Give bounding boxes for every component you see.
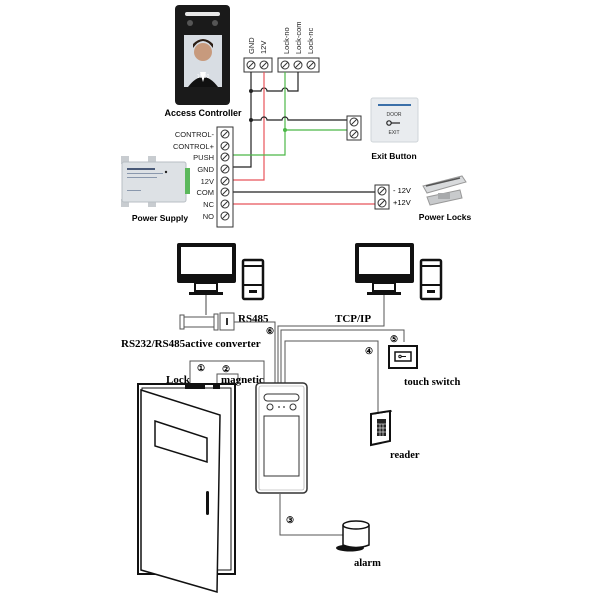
alarm-device	[336, 520, 370, 552]
key-icon	[386, 120, 400, 126]
marker-5: ⑤	[390, 334, 398, 344]
system-wires	[189, 295, 405, 536]
marker-3: ③	[286, 515, 294, 525]
marker-6: ⑥	[266, 326, 274, 336]
computer-left	[177, 243, 265, 301]
face-icon	[194, 43, 212, 61]
ps-terminal-no: NO	[203, 212, 214, 221]
ps-terminal-gnd: GND	[197, 165, 214, 174]
exit-button-device: DOOR EXIT	[370, 97, 419, 143]
reader-label: reader	[390, 450, 420, 461]
terminal-label-lock-no: Lock-no	[282, 27, 291, 54]
lock-block	[185, 384, 205, 389]
tower-icon	[241, 258, 265, 301]
power-supply-terminal-block	[216, 126, 234, 228]
ps-terminal-control-plus: CONTROL+	[173, 142, 215, 151]
access-controller-label: Access Controller	[164, 108, 242, 118]
magnetic-sensor-block	[213, 384, 220, 389]
power-supply-device	[121, 156, 190, 207]
reader-device	[370, 409, 393, 447]
door-handle-icon	[206, 491, 209, 515]
terminal-label-lock-com: Lock-com	[294, 21, 303, 54]
power-lock-minus-label: - 12V	[393, 186, 411, 195]
face-terminal-device	[255, 382, 308, 494]
ps-terminal-push: PUSH	[193, 153, 214, 162]
converter-label: RS232/RS485active converter	[121, 338, 261, 350]
exit-button-label: Exit Button	[371, 151, 416, 161]
power-supply-label: Power Supply	[132, 213, 188, 223]
touch-switch-label: touch switch	[404, 377, 460, 388]
controller-lock-terminal	[277, 57, 320, 73]
tcpip-label: TCP/IP	[335, 313, 371, 325]
controller-power-terminal	[243, 57, 273, 73]
ps-terminal-com: COM	[197, 188, 215, 197]
ps-terminal-nc: NC	[203, 200, 214, 209]
terminal-label-gnd: GND	[247, 37, 256, 54]
power-lock-plus-label: +12V	[393, 198, 411, 207]
monitor-icon	[355, 243, 414, 295]
svg-text:16:30: 16:30	[197, 74, 210, 80]
power-lock-terminal	[374, 184, 390, 210]
door	[137, 383, 236, 593]
exit-button-door-text: DOOR	[387, 112, 402, 118]
exit-button-terminal	[346, 115, 362, 141]
touch-switch-device	[388, 345, 418, 369]
marker-2: ②	[222, 364, 230, 374]
monitor-icon	[177, 243, 236, 295]
exit-button-exit-text: EXIT	[388, 130, 399, 136]
rs485-label: RS485	[238, 313, 269, 325]
power-locks-device	[422, 175, 467, 206]
alarm-label: alarm	[354, 558, 381, 569]
marker-4: ④	[365, 346, 373, 356]
computer-right	[355, 243, 443, 301]
ps-terminal-control-minus: CONTROL-	[175, 130, 215, 139]
access-controller-device: 16:30	[175, 5, 230, 105]
key-icon	[398, 354, 406, 359]
marker-1: ①	[197, 363, 205, 373]
terminal-label-lock-nc: Lock-nc	[306, 27, 315, 54]
rs232-rs485-converter	[179, 312, 235, 331]
ps-terminal-12v: 12V	[201, 177, 214, 186]
wires	[233, 72, 375, 205]
terminal-label-12v: 12V	[259, 41, 268, 54]
tower-icon	[419, 258, 443, 301]
power-locks-label: Power Locks	[419, 212, 472, 222]
